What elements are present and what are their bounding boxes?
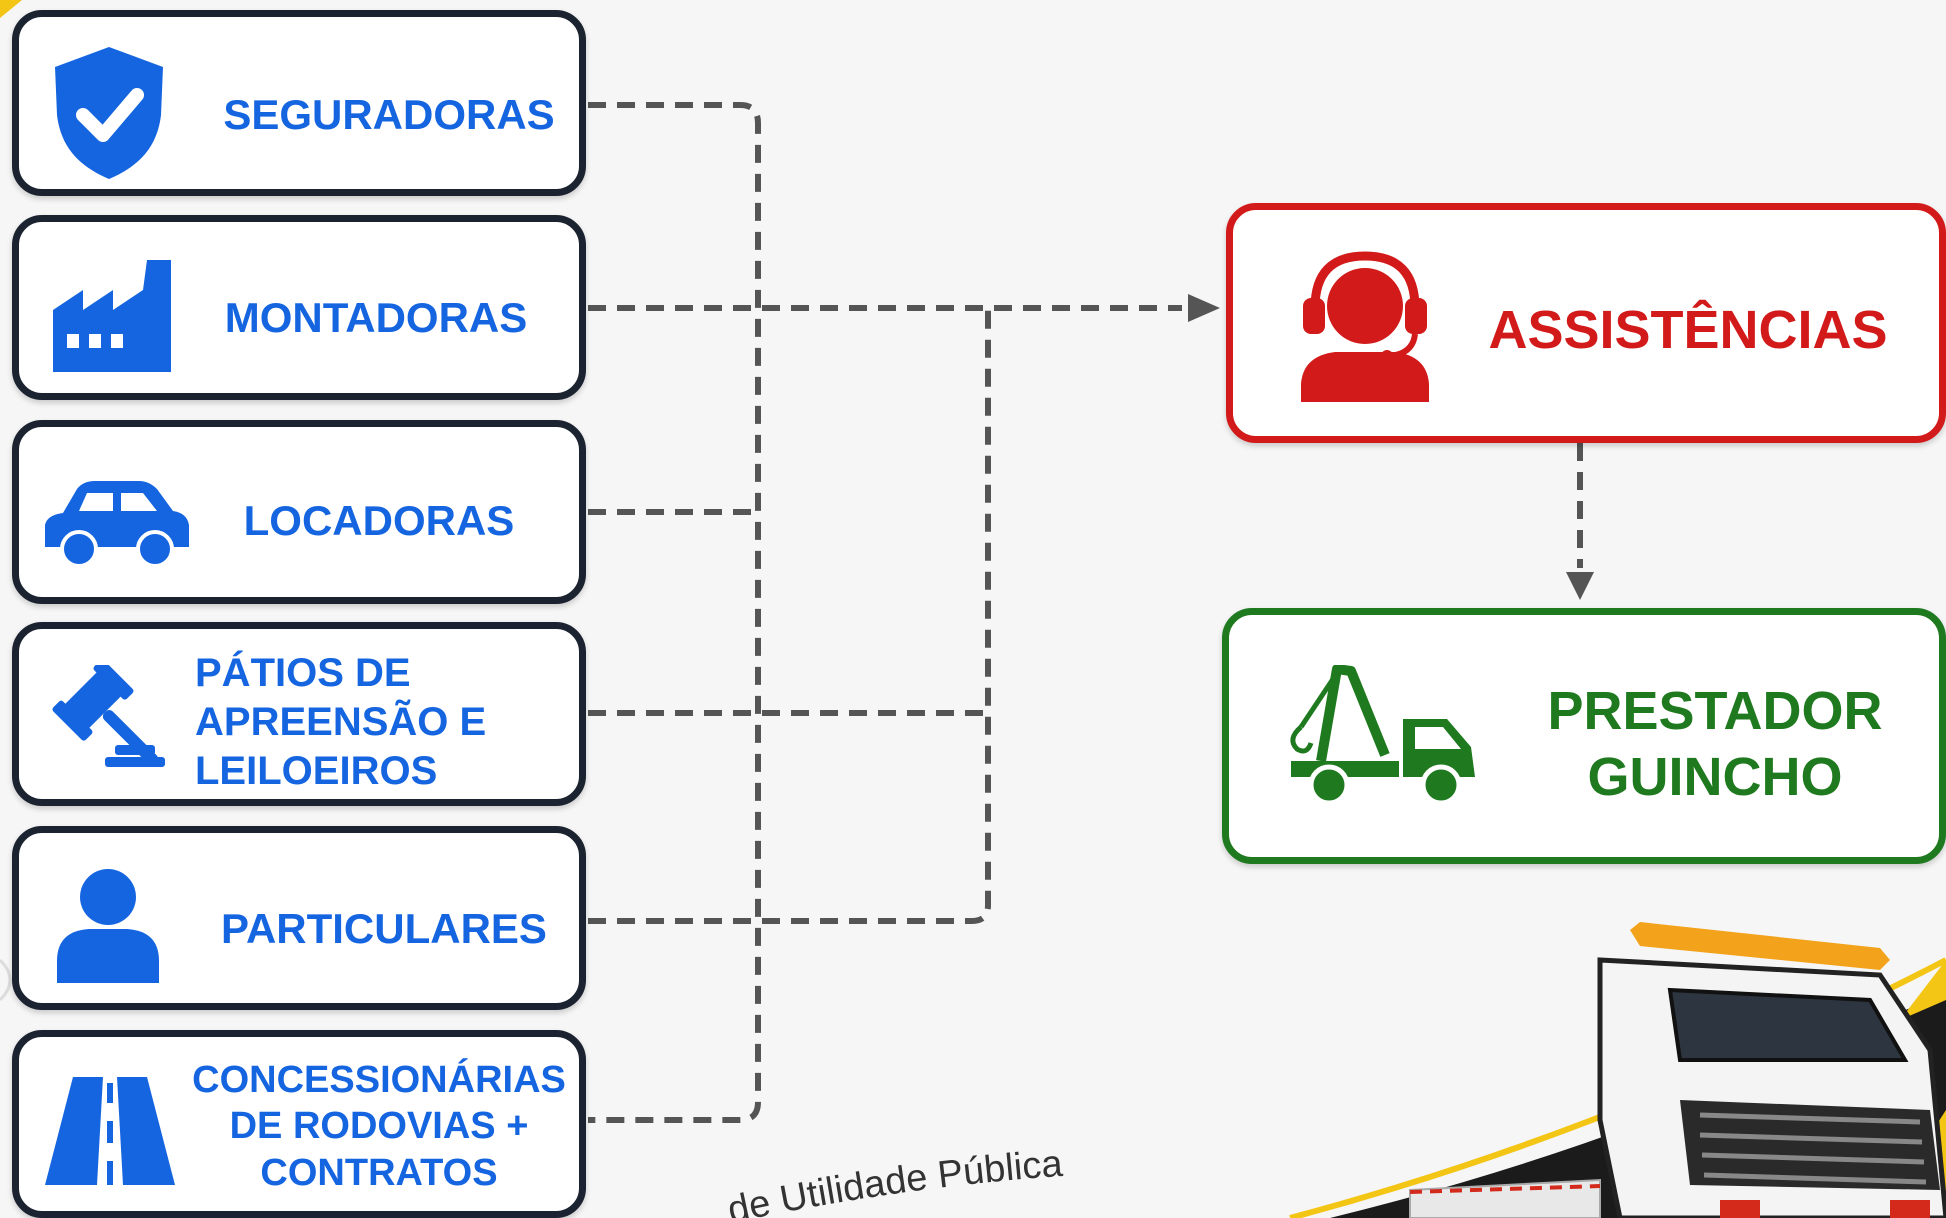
car-icon	[45, 481, 189, 568]
box-assistencias: ASSISTÊNCIAS	[1226, 203, 1946, 443]
gavel-icon	[52, 665, 165, 767]
highway-icon	[45, 1077, 175, 1185]
box-patios: PÁTIOS DE APREENSÃO E LEILOEIROS	[12, 622, 586, 806]
box-particulares: PARTICULARES	[12, 826, 586, 1010]
source-label-particulares: PARTICULARES	[221, 905, 547, 952]
footer-text: ...de Utilidade Pública	[693, 1143, 1065, 1218]
arrowhead-to-prestador	[1566, 572, 1594, 600]
box-prestador: PRESTADOR GUINCHO	[1222, 608, 1946, 864]
prestador-label: PRESTADOR GUINCHO	[1547, 681, 1883, 807]
box-seguradoras: SEGURADORAS	[12, 10, 586, 196]
connector-patios-particulares	[588, 308, 991, 924]
connector-seguradoras	[588, 102, 761, 1123]
source-label-locadoras: LOCADORAS	[243, 497, 515, 544]
assistencias-label: ASSISTÊNCIAS	[1488, 300, 1888, 360]
source-label-concessionarias: CONCESSIONÁRIAS DE RODOVIAS + CONTRATOS	[192, 1059, 566, 1194]
tow-truck-icon	[1290, 665, 1475, 806]
box-montadoras: MONTADORAS	[12, 215, 586, 400]
source-label-patios: PÁTIOS DE APREENSÃO E LEILOEIROS	[195, 651, 487, 793]
source-label-montadoras: MONTADORAS	[224, 294, 528, 341]
headset-operator-icon	[1301, 251, 1429, 402]
box-concessionarias: CONCESSIONÁRIAS DE RODOVIAS + CONTRATOS	[12, 1030, 586, 1218]
shield-check-icon	[55, 47, 163, 179]
person-icon	[57, 869, 159, 983]
arrowhead-to-assistencias	[1188, 294, 1220, 322]
svg-text:...de Utilidade Pública: ...de Utilidade Pública	[693, 1143, 1065, 1218]
factory-icon	[53, 260, 171, 372]
box-locadoras: LOCADORAS	[12, 420, 586, 604]
source-label-seguradoras: SEGURADORAS	[223, 91, 555, 138]
